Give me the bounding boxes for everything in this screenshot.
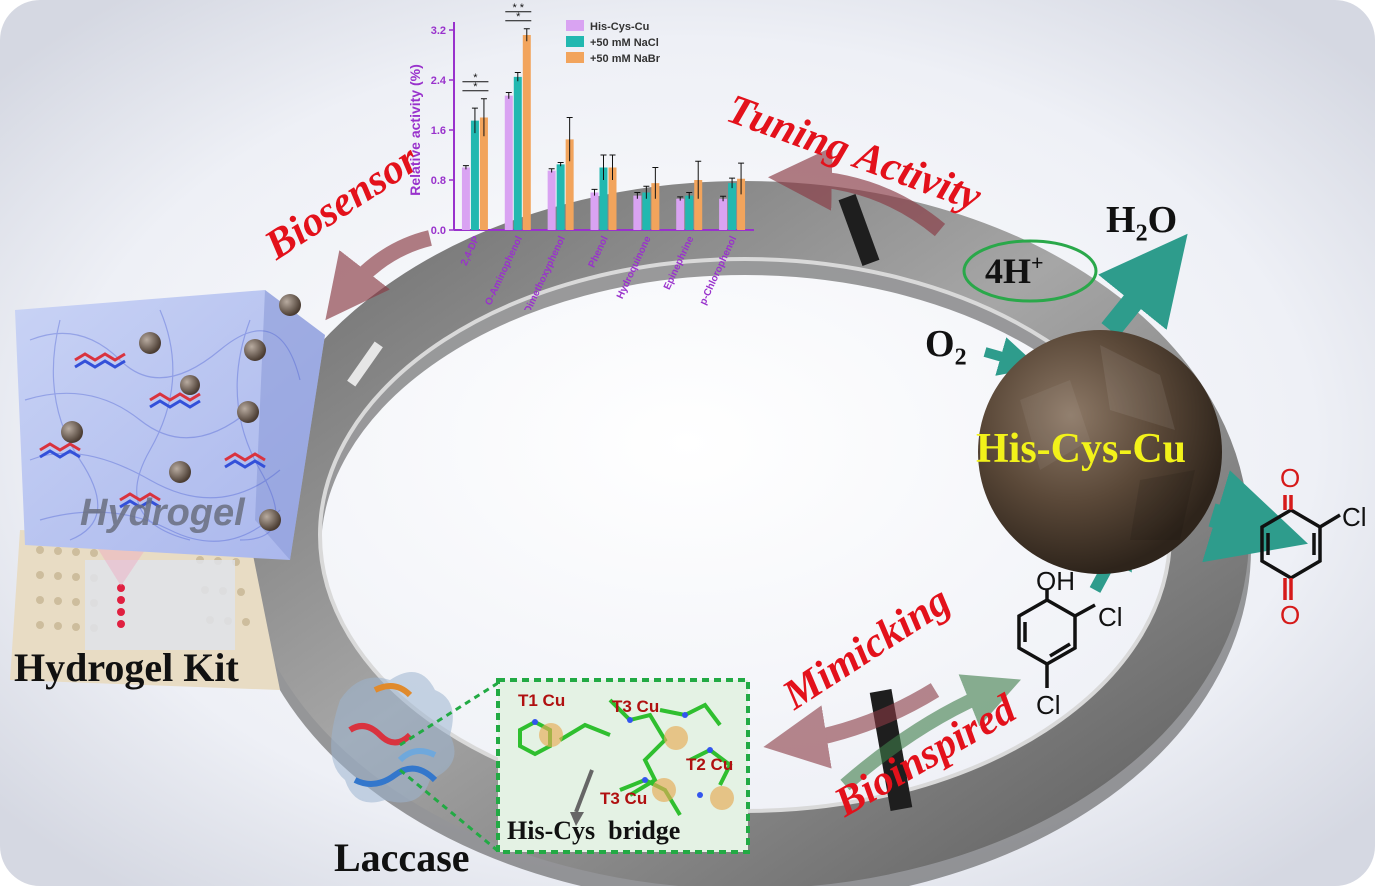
bar: [547, 170, 556, 230]
substrate-cl-top-label: Cl: [1098, 602, 1123, 632]
significance-marker: *: [473, 81, 478, 93]
bar: [694, 180, 703, 230]
significance-marker: *: [473, 72, 478, 84]
x-tick-label: Epinephrine: [662, 234, 697, 291]
bar: [651, 183, 660, 230]
legend-swatch: [566, 20, 584, 31]
bar: [470, 120, 479, 230]
oxygen-subscript: 2: [954, 344, 967, 371]
bar: [728, 183, 737, 230]
y-tick-label: 0.8: [431, 175, 446, 187]
hydrogel-cube: [15, 290, 325, 560]
y-tick-label: 2.4: [431, 75, 447, 87]
significance-marker: * *: [512, 2, 524, 14]
y-tick-label: 0.0: [431, 225, 446, 237]
bar: [676, 198, 685, 230]
significance-marker: *: [516, 11, 521, 23]
bar: [719, 198, 728, 230]
bar: [504, 95, 513, 230]
substrate-cl-bottom-label: Cl: [1036, 690, 1061, 720]
y-tick-label: 1.6: [431, 125, 446, 137]
bar: [522, 35, 531, 230]
laccase-protein: [331, 672, 455, 803]
product-o-bottom-label: O: [1280, 600, 1301, 630]
oxygen-label: O2: [925, 323, 967, 371]
bar: [737, 178, 746, 230]
bar: [633, 195, 642, 230]
y-axis-title: Relative activity (%): [407, 64, 423, 196]
bar: [556, 164, 565, 230]
legend-label: His-Cys-Cu: [590, 21, 649, 33]
nanozyme-sphere: [978, 330, 1222, 574]
bar: [565, 139, 574, 230]
nanozyme-label: His-Cys-Cu: [976, 426, 1187, 472]
bar: [642, 192, 651, 230]
bar: [599, 167, 608, 230]
protons-label: 4H+: [985, 250, 1044, 291]
bar: [461, 167, 470, 230]
bar: [685, 195, 694, 230]
hydrogel-label: Hydrogel: [80, 492, 245, 534]
dichlorophenol-structure: [1017, 590, 1096, 688]
substrate-oh-label: OH: [1036, 566, 1075, 596]
product-o-top-label: O: [1280, 463, 1301, 493]
t3-cu-top-label: T3 Cu: [612, 697, 660, 716]
x-tick-label: O-Aminophenol: [483, 234, 525, 307]
bar: [608, 167, 617, 230]
product-cl-label: Cl: [1342, 502, 1367, 532]
legend-label: +50 mM NaBr: [590, 53, 661, 65]
active-site-inset: [399, 678, 750, 854]
chlorobenzoquinone-structure: [1260, 495, 1341, 600]
laccase-label: Laccase: [334, 835, 470, 880]
legend-label: +50 mM NaCl: [590, 37, 659, 49]
flow-arrows: [325, 146, 1021, 791]
legend-swatch: [566, 52, 584, 63]
protons-ellipse: [962, 239, 1098, 303]
t2-cu-label: T2 Cu: [686, 755, 734, 774]
x-tick-label: 2,4-DP: [459, 234, 482, 267]
water-label: H2O: [1106, 199, 1178, 247]
y-tick-label: 3.2: [431, 25, 446, 37]
t1-cu-label: T1 Cu: [518, 691, 566, 710]
legend-swatch: [566, 36, 584, 47]
water-subscript: 2: [1135, 220, 1148, 247]
hydrogel-kit-label: Hydrogel Kit: [14, 645, 239, 690]
x-tick-label: Hydroquinone: [615, 234, 654, 300]
x-tick-label: p-Chlorophenol: [698, 234, 740, 306]
bar: [479, 117, 488, 230]
t3-cu-bottom-label: T3 Cu: [600, 789, 648, 808]
bar: [513, 76, 522, 230]
x-tick-label: Phenol: [587, 234, 611, 269]
his-cys-bridge-label: His-Cys bridge: [507, 816, 681, 845]
x-tick-label: 2,6-Dimethoxyphenol: [515, 234, 568, 310]
protons-charge: +: [1031, 250, 1044, 275]
bar: [590, 192, 599, 230]
